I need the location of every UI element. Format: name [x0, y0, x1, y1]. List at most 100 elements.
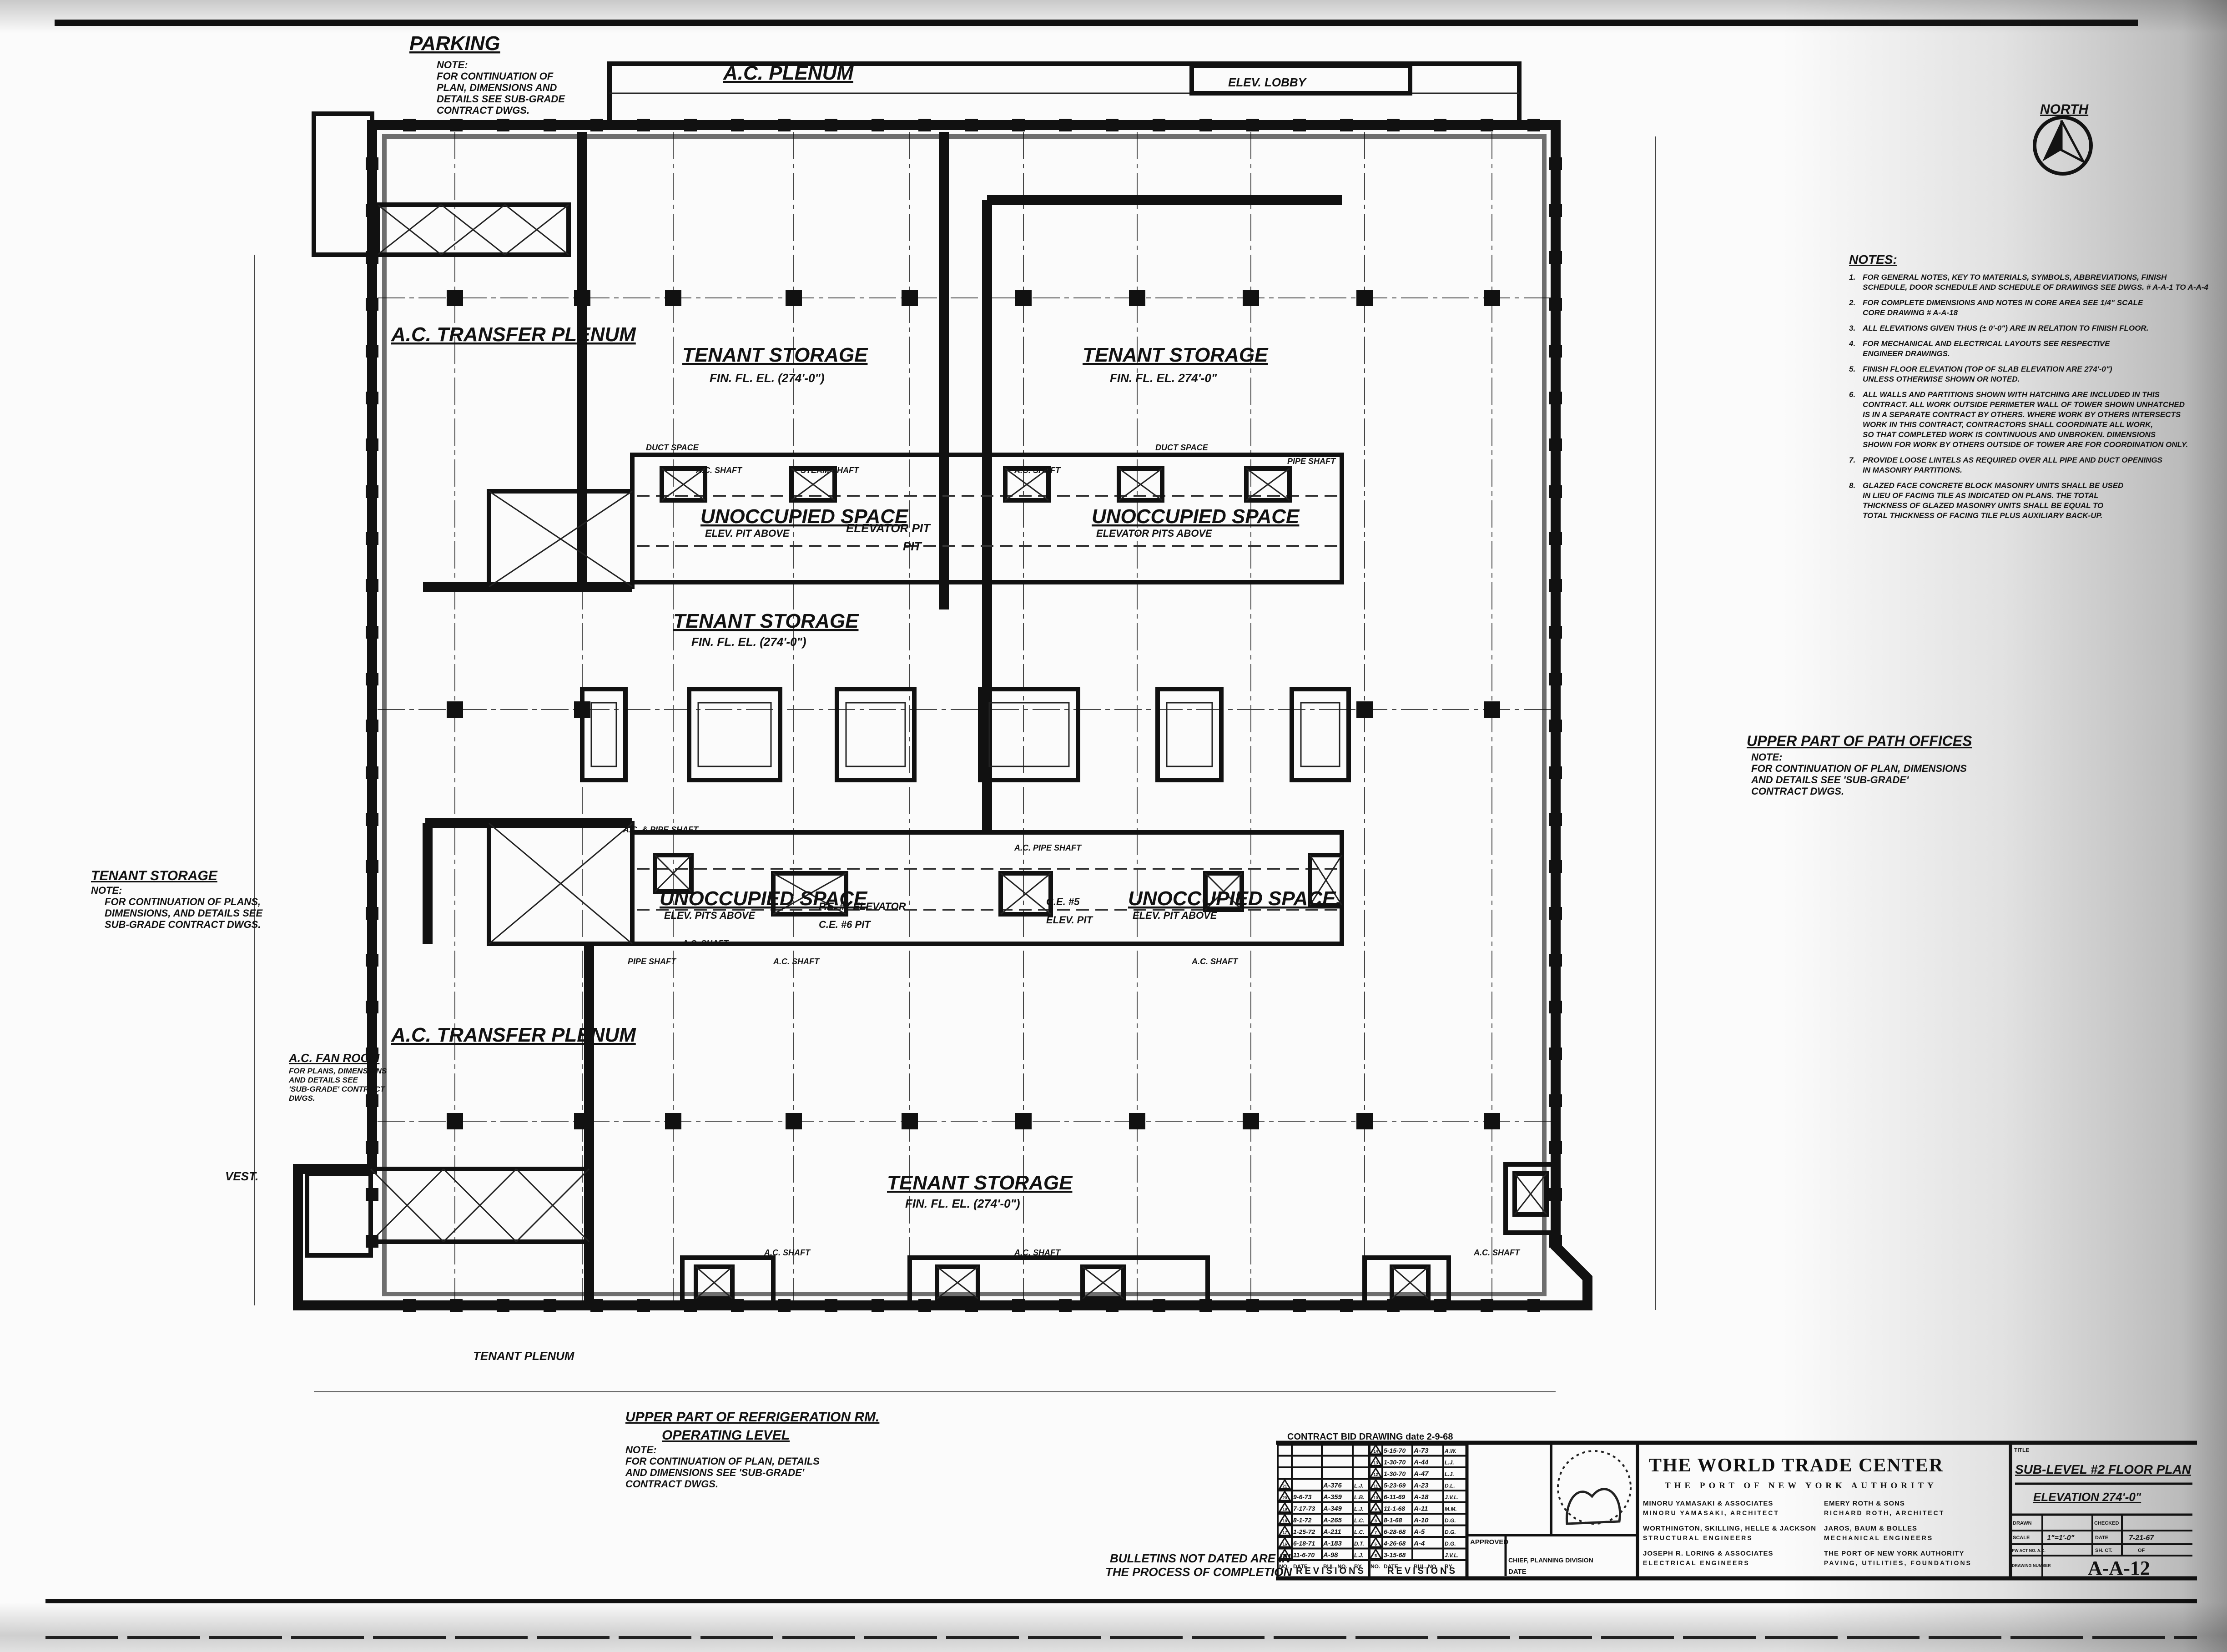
revision-by: D.G.	[1445, 1541, 1456, 1547]
revision-date: 5-23-69	[1384, 1482, 1406, 1489]
perimeter-column	[366, 813, 378, 826]
shaft-outline	[1244, 466, 1292, 503]
column	[574, 290, 590, 306]
shaft-cross	[773, 872, 846, 915]
shaft-label: A.C. SHAFT	[695, 466, 743, 475]
shaft-x-box	[1003, 466, 1051, 503]
sheet-title: SUB-LEVEL #2 FLOOR PLAN	[2015, 1462, 2192, 1476]
shaft-cross	[937, 1266, 978, 1299]
revision-by: J.V.L.	[1445, 1494, 1459, 1501]
revision-number: 9	[1375, 1507, 1377, 1512]
elevator-block	[835, 687, 917, 782]
tenant-storage-ne-elev: FIN. FL. EL. 274'-0"	[1110, 371, 1217, 385]
shaft-cross	[1246, 468, 1290, 501]
perimeter-column	[637, 1299, 650, 1312]
note-number: 5.	[1849, 365, 1855, 373]
ac-transfer-plenum-north: A.C. TRANSFER PLENUM	[391, 323, 636, 346]
firm-name: EMERY ROTH & SONS	[1824, 1500, 1905, 1507]
scale-label: SCALE	[2013, 1535, 2030, 1541]
tenant-storage-ne-label: TENANT STORAGE	[1083, 344, 1269, 366]
tenant-plenum-label: TENANT PLENUM	[473, 1349, 575, 1363]
column	[1484, 1113, 1500, 1129]
tenant-storage-nw-label: TENANT STORAGE	[682, 344, 868, 366]
revision-date: 6-11-69	[1384, 1493, 1405, 1501]
note-number: 7.	[1849, 456, 1855, 464]
shaft-outline	[1390, 1264, 1431, 1301]
note-line: FOR COMPLETE DIMENSIONS AND NOTES IN COR…	[1863, 298, 2143, 307]
shafts	[653, 466, 1549, 1301]
note-number: 6.	[1849, 390, 1855, 399]
perimeter-column	[1549, 1188, 1562, 1201]
revision-triangle-icon	[1369, 1548, 1383, 1559]
column	[1356, 1113, 1373, 1129]
elev-lobby-label: ELEV. LOBBY	[1228, 76, 1307, 89]
shaft-cross	[791, 468, 835, 501]
revision-triangle-icon	[1278, 1536, 1292, 1548]
revision-bulletin: A-376	[1323, 1482, 1342, 1490]
revision-date: 11-1-68	[1384, 1505, 1405, 1512]
firm-role: MECHANICAL ENGINEERS	[1824, 1534, 1933, 1541]
perimeter-column	[366, 1188, 378, 1201]
shaft-label: A.C. SHAFT	[682, 939, 729, 948]
perimeter-column	[1549, 485, 1562, 498]
perimeter-column	[1527, 1299, 1540, 1312]
firm-name: MINORU YAMASAKI & ASSOCIATES	[1643, 1500, 1773, 1507]
revision-date: 1-25-72	[1293, 1528, 1315, 1536]
elevator-pit-south: P.E. #7 ELEVATOR	[819, 901, 906, 912]
revision-number: 15	[1282, 1554, 1287, 1558]
shaft-outline	[1512, 1171, 1549, 1217]
revision-date: 7-17-73	[1293, 1505, 1315, 1512]
perimeter-column	[1106, 119, 1119, 131]
note-line: SCHEDULE, DOOR SCHEDULE AND SCHEDULE OF …	[1863, 283, 2209, 292]
note-line: IN MASONRY PARTITIONS.	[1863, 466, 1962, 474]
drawn-label: DRAWN	[2013, 1521, 2032, 1526]
tenant-storage-nw-elev: FIN. FL. EL. (274'-0")	[710, 371, 825, 385]
note-line: CONTRACT. ALL WORK OUTSIDE PERIMETER WAL…	[1863, 400, 2185, 409]
shaft-label: A.C. SHAFT	[1014, 1248, 1061, 1257]
title-label: TITLE	[2014, 1447, 2029, 1453]
fan-room-note-line: AND DETAILS SEE	[288, 1076, 358, 1084]
structural-columns	[366, 119, 1562, 1312]
shaft-cross	[1082, 1266, 1124, 1299]
column	[1484, 701, 1500, 718]
revision-number: 11	[1374, 1484, 1378, 1489]
note-line: IS IN A SEPARATE CONTRACT BY OTHERS. WHE…	[1863, 410, 2181, 419]
elevator-outline	[580, 687, 628, 782]
column	[786, 1113, 802, 1129]
revision-bulletin: A-349	[1323, 1505, 1342, 1513]
revision-column-header: BY	[1445, 1563, 1452, 1570]
sheet-border	[45, 20, 2197, 1639]
perimeter-column	[366, 532, 378, 545]
revision-by: D.G.	[1445, 1529, 1456, 1536]
elevator-pit-north: ELEVATOR PIT	[846, 521, 931, 535]
perimeter-column	[1340, 1299, 1353, 1312]
column	[574, 1113, 590, 1129]
shaft-x-box	[1203, 871, 1244, 912]
date-value: 7-21-67	[2129, 1534, 2154, 1542]
shaft-outline	[653, 853, 694, 894]
perimeter-column	[366, 1001, 378, 1013]
perimeter-column	[497, 119, 509, 131]
checked-label: CHECKED	[2094, 1521, 2119, 1526]
revision-column-header: BY	[1354, 1563, 1362, 1570]
shaft-label: PIPE SHAFT	[1287, 457, 1336, 466]
perimeter-column	[366, 673, 378, 685]
revision-date: 1-30-70	[1384, 1470, 1406, 1477]
revisions-header: CONTRACT BID DRAWING date 2-9-68	[1287, 1432, 1453, 1442]
revision-bulletin: A-10	[1413, 1516, 1429, 1524]
parking-note-line: FOR CONTINUATION OF	[437, 71, 554, 82]
note-line: FINISH FLOOR ELEVATION (TOP OF SLAB ELEV…	[1863, 365, 2112, 373]
revisions-label: REVISIONS	[1387, 1566, 1457, 1576]
perimeter-column	[366, 766, 378, 779]
firm-role: MINORU YAMASAKI, ARCHITECT	[1643, 1509, 1779, 1516]
elevator-car	[845, 702, 906, 767]
revision-date: 4-26-68	[1383, 1540, 1406, 1547]
revision-date: 8-1-72	[1293, 1516, 1312, 1524]
note-line: UNLESS OTHERWISE SHOWN OR NOTED.	[1863, 375, 2020, 383]
perimeter-column	[1549, 813, 1562, 826]
revision-by: D.L.	[1445, 1483, 1455, 1489]
revision-number: 6	[1375, 1542, 1377, 1546]
note-line: IN LIEU OF FACING TILE AS INDICATED ON P…	[1863, 491, 2099, 500]
room-labels: PARKING NOTE: FOR CONTINUATION OF PLAN, …	[225, 32, 1341, 1363]
